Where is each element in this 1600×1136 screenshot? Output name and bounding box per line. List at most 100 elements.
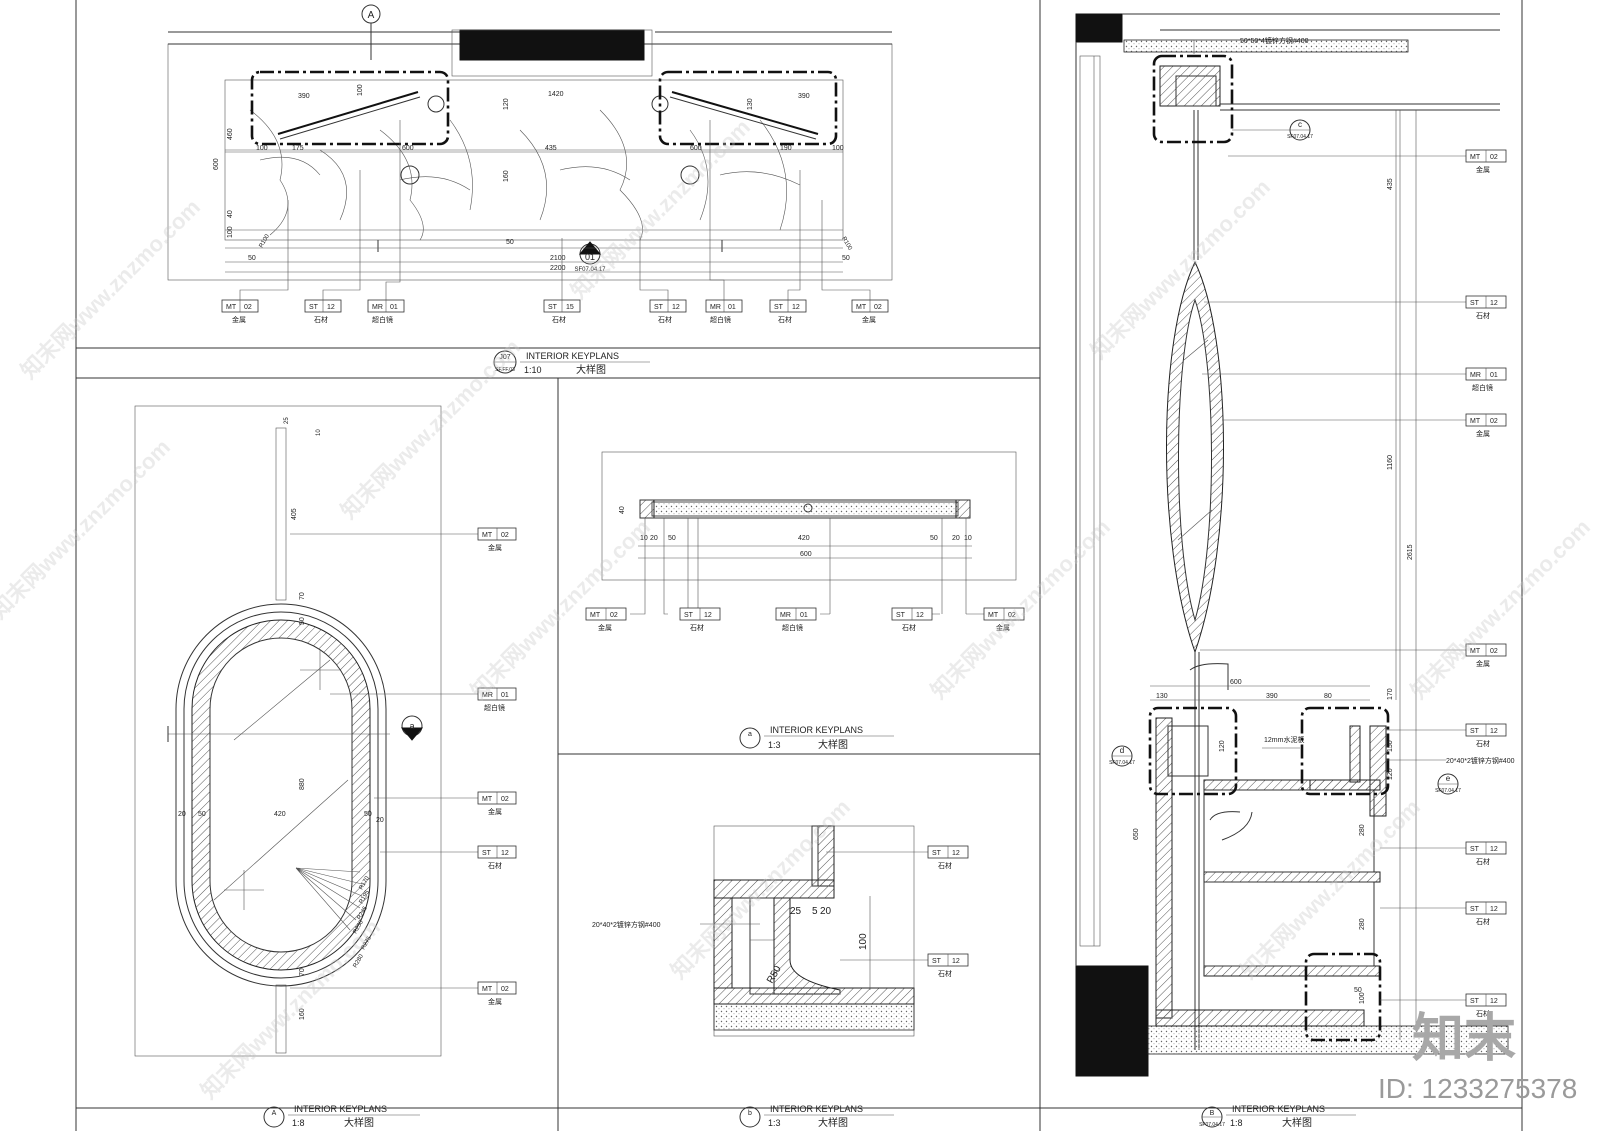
svg-text:435: 435 xyxy=(1387,178,1394,190)
svg-text:460: 460 xyxy=(227,128,234,140)
svg-text:01: 01 xyxy=(800,612,808,619)
svg-text:SF07.04.17: SF07.04.17 xyxy=(1435,788,1461,794)
svg-text:MR: MR xyxy=(482,692,493,699)
top-dimensions: 390 1420 390 100 100 175 600 435 600 190… xyxy=(213,84,853,272)
top-elevation: A 01 SF07.04.17 xyxy=(167,4,893,281)
ceiling-beam xyxy=(459,29,645,61)
svg-text:02: 02 xyxy=(1490,418,1498,425)
right-dimensions: 435 1160 2615 170 150 120 280 280 100 65… xyxy=(1133,110,1417,1030)
svg-text:A: A xyxy=(368,10,375,21)
svg-text:超白镜: 超白镜 xyxy=(710,315,731,324)
svg-text:ST: ST xyxy=(684,612,694,619)
svg-text:石材: 石材 xyxy=(1476,1009,1490,1018)
callout-box-c xyxy=(1152,54,1234,144)
svg-text:金属: 金属 xyxy=(996,623,1010,632)
callout-box-bottom xyxy=(1304,952,1382,1042)
svg-text:160: 160 xyxy=(299,1008,306,1020)
svg-text:金属: 金属 xyxy=(1476,165,1490,174)
svg-text:2200: 2200 xyxy=(550,265,566,272)
svg-text:ST: ST xyxy=(932,958,942,965)
svg-text:01: 01 xyxy=(728,304,736,311)
svg-text:50: 50 xyxy=(198,811,206,818)
svg-text:50: 50 xyxy=(842,255,850,262)
svg-text:ST: ST xyxy=(1470,846,1480,853)
svg-text:MT: MT xyxy=(226,304,237,311)
svg-text:600: 600 xyxy=(690,145,702,152)
svg-text:20: 20 xyxy=(376,817,384,824)
svg-text:1:10: 1:10 xyxy=(524,365,542,375)
svg-text:50: 50 xyxy=(506,239,514,246)
svg-text:INTERIOR KEYPLANS: INTERIOR KEYPLANS xyxy=(770,1104,863,1114)
svg-text:12: 12 xyxy=(704,612,712,619)
svg-text:100: 100 xyxy=(227,226,234,238)
svg-text:12: 12 xyxy=(1490,846,1498,853)
svg-text:600: 600 xyxy=(213,158,220,170)
svg-text:ST: ST xyxy=(548,304,558,311)
svg-text:R100: R100 xyxy=(259,233,272,249)
mirror-left xyxy=(277,91,419,135)
svg-text:超白镜: 超白镜 xyxy=(372,315,393,324)
svg-text:J07: J07 xyxy=(499,354,510,361)
svg-text:大样图: 大样图 xyxy=(818,738,848,751)
svg-text:知末网www.znzmo.com: 知末网www.znzmo.com xyxy=(466,514,655,703)
svg-text:MT: MT xyxy=(1470,154,1481,161)
svg-text:a: a xyxy=(409,721,414,731)
svg-text:大样图: 大样图 xyxy=(576,363,606,376)
svg-text:02: 02 xyxy=(1490,648,1498,655)
svg-text:12: 12 xyxy=(916,612,924,619)
svg-text:MT: MT xyxy=(482,986,493,993)
svg-text:10: 10 xyxy=(964,535,972,542)
svg-text:170: 170 xyxy=(1387,688,1394,700)
svg-text:知末网www.znzmo.com: 知末网www.znzmo.com xyxy=(0,434,175,623)
svg-text:02: 02 xyxy=(610,612,618,619)
svg-text:12: 12 xyxy=(672,304,680,311)
oval-mirror-glass xyxy=(209,637,353,953)
svg-text:大样图: 大样图 xyxy=(818,1116,848,1129)
svg-text:ST: ST xyxy=(932,850,942,857)
svg-text:130: 130 xyxy=(1156,693,1168,700)
svg-text:120: 120 xyxy=(1387,768,1394,780)
mid-section-a xyxy=(601,451,1017,615)
svg-text:MR: MR xyxy=(710,304,721,311)
svg-text:390: 390 xyxy=(798,93,810,100)
svg-text:12: 12 xyxy=(1490,906,1498,913)
svg-text:石材: 石材 xyxy=(1476,739,1490,748)
svg-text:知末网www.znzmo.com: 知末网www.znzmo.com xyxy=(1236,794,1425,983)
oval-frame-outer xyxy=(175,603,387,987)
svg-text:01: 01 xyxy=(585,252,595,262)
svg-text:15: 15 xyxy=(566,304,574,311)
svg-text:420: 420 xyxy=(798,535,810,542)
svg-text:160: 160 xyxy=(503,170,510,182)
svg-text:650: 650 xyxy=(1133,828,1140,840)
svg-text:MT: MT xyxy=(590,612,601,619)
svg-text:50: 50 xyxy=(248,255,256,262)
svg-text:石材: 石材 xyxy=(1476,917,1490,926)
svg-text:70: 70 xyxy=(299,968,306,976)
svg-text:1:3: 1:3 xyxy=(768,740,781,750)
callout-box-d xyxy=(1148,706,1238,796)
svg-text:a: a xyxy=(748,731,752,738)
svg-text:600: 600 xyxy=(800,551,812,558)
svg-text:石材: 石材 xyxy=(552,315,566,324)
svg-text:100: 100 xyxy=(256,145,268,152)
svg-text:1420: 1420 xyxy=(548,91,564,98)
sheet-frame xyxy=(75,0,1523,1131)
svg-text:120: 120 xyxy=(1219,740,1226,752)
svg-text:ST: ST xyxy=(482,850,492,857)
svg-text:石材: 石材 xyxy=(1476,311,1490,320)
svg-text:01: 01 xyxy=(501,692,509,699)
svg-text:80: 80 xyxy=(1324,693,1332,700)
svg-text:600: 600 xyxy=(1230,679,1242,686)
svg-text:02: 02 xyxy=(501,986,509,993)
svg-text:02: 02 xyxy=(244,304,252,311)
right-title-block: B SF07.04.17 INTERIOR KEYPLANS 1:8 大样图 xyxy=(1199,1104,1356,1129)
svg-text:大样图: 大样图 xyxy=(344,1116,374,1129)
svg-text:金属: 金属 xyxy=(1476,429,1490,438)
brand-logo: 知末 ID: 1233275378 xyxy=(1378,1010,1577,1104)
